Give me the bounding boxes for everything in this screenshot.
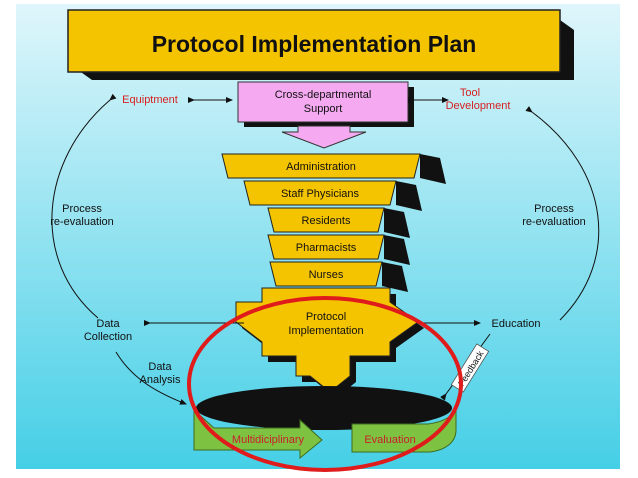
stack-shadow xyxy=(396,181,422,211)
education-label: Education xyxy=(492,318,541,330)
data-collection-line1: Data xyxy=(96,318,120,330)
stack-label: Residents xyxy=(302,215,351,227)
tool-line1: Tool xyxy=(460,87,480,99)
stack-shadow xyxy=(420,154,446,184)
stack-shadow xyxy=(384,235,410,265)
protocol-line2: Implementation xyxy=(288,325,363,337)
support-line1: Cross-departmental xyxy=(275,89,372,101)
protocol-implementation-arrow: Protocol Implementation xyxy=(235,287,424,398)
highlight-circle xyxy=(187,296,463,472)
support-line2: Support xyxy=(304,103,343,115)
stack-box xyxy=(267,234,385,260)
support-box: Cross-departmental Support xyxy=(237,81,414,149)
page-title: Protocol Implementation Plan xyxy=(152,31,477,57)
stack-shadow xyxy=(382,262,408,292)
data-collection-line2: Collection xyxy=(84,331,132,343)
stack-box xyxy=(221,153,421,179)
process-left-line1: Process xyxy=(62,203,102,215)
stack-shadow xyxy=(384,208,410,238)
data-analysis-line2: Analysis xyxy=(140,374,181,386)
process-left-line2: re-evaluation xyxy=(50,216,114,228)
title-box: Protocol Implementation Plan xyxy=(67,9,574,80)
stack-label: Administration xyxy=(286,161,356,173)
stack-label: Staff Physicians xyxy=(281,188,360,200)
tool-line2: Development xyxy=(446,100,511,112)
evaluation-arrow xyxy=(351,408,457,453)
evaluation-cycle: Multidiciplinary Evaluation xyxy=(193,386,457,460)
stack-label: Pharmacists xyxy=(296,242,357,254)
data-analysis-line1: Data xyxy=(148,361,172,373)
stack-label: Nurses xyxy=(309,269,344,281)
stack-box xyxy=(243,180,397,206)
stack-box xyxy=(269,261,383,287)
multidisciplinary-arrow xyxy=(193,408,323,460)
process-right-line1: Process xyxy=(534,203,574,215)
multidisciplinary-label: Multidiciplinary xyxy=(232,434,305,446)
equipment-label: Equiptment xyxy=(122,94,178,106)
process-right-line2: re-evaluation xyxy=(522,216,586,228)
evaluation-label: Evaluation xyxy=(364,434,415,446)
protocol-line1: Protocol xyxy=(306,311,346,323)
support-down-arrow xyxy=(281,125,367,149)
stack-box xyxy=(267,207,385,233)
